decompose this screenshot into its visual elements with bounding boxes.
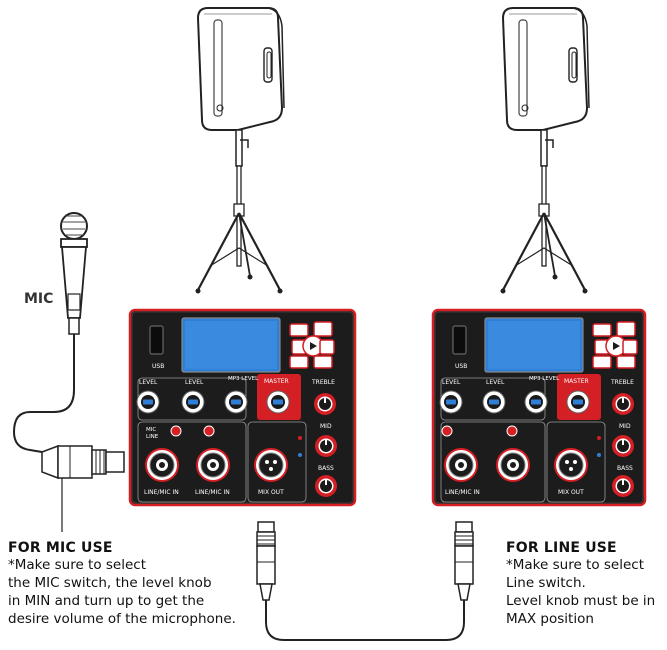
nav-button-bottom-left — [289, 355, 309, 369]
switch-label-mic: MIC — [146, 427, 156, 433]
knob-label-treble: TREBLE — [311, 379, 335, 386]
switch-label-line: LINE — [146, 434, 159, 440]
mic-line-switch — [441, 425, 453, 437]
knob-label-mp3-level: MP3 LEVEL — [529, 376, 560, 382]
line-use-line-2: Line switch. — [506, 575, 586, 591]
mix-out-label: MIX OUT — [558, 489, 584, 496]
microphone — [60, 212, 88, 335]
mic-use-note: FOR MIC USE *Make sure to select the MIC… — [8, 540, 258, 628]
usb-port — [452, 325, 467, 355]
mic-use-line-4: desire volume of the microphone. — [8, 611, 236, 627]
nav-button-bottom-left — [592, 355, 612, 369]
folder-button — [313, 321, 333, 337]
mic-use-heading: FOR MIC USE — [8, 540, 113, 556]
treble-knob — [314, 393, 336, 415]
knob-label-mid: MID — [619, 423, 631, 430]
line-use-line-1: *Make sure to select — [506, 557, 644, 573]
input-label-1: LINE/MIC IN — [445, 489, 480, 496]
mixer-right: USB LEVEL LEVEL MP3 LEVEL MASTER TREBLE … — [431, 308, 647, 507]
nav-button-top-left — [289, 323, 309, 337]
knob-label-mp3-level: MP3 LEVEL — [228, 376, 259, 382]
input-label-2: LINE/MIC IN — [195, 489, 230, 496]
input-label-1: LINE/MIC IN — [144, 489, 179, 496]
mixer-left: USB LEVEL LEVEL MP3 LEVEL MASTER TREBLE … — [128, 308, 357, 507]
nav-button-top-left — [592, 323, 612, 337]
xlr-plug-left — [256, 521, 276, 601]
knob-label-level-2: LEVEL — [486, 379, 505, 386]
speaker-left — [194, 6, 286, 295]
folder-button — [616, 321, 636, 337]
mix-out-label: MIX OUT — [258, 489, 284, 496]
knob-label-treble: TREBLE — [610, 379, 634, 386]
usb-label: USB — [152, 363, 164, 370]
line-mic-in-jack-2 — [496, 448, 530, 482]
mix-out-jack — [554, 448, 588, 482]
next-button — [319, 339, 335, 355]
mid-knob — [612, 435, 634, 457]
master-knob — [566, 390, 590, 414]
mic-line-switch-2 — [506, 425, 518, 437]
nav-button-bottom-right — [616, 355, 636, 369]
mic-line-switch — [170, 425, 182, 437]
bass-knob — [315, 475, 337, 497]
mic-use-line-2: the MIC switch, the level knob — [8, 575, 212, 591]
mic-use-line-3: in MIN and turn up to get the — [8, 593, 205, 609]
usb-label: USB — [455, 363, 467, 370]
next-button — [622, 339, 638, 355]
usb-port — [149, 325, 164, 355]
clip-led — [298, 453, 302, 457]
knob-label-level-1: LEVEL — [442, 379, 461, 386]
power-led — [298, 436, 302, 440]
knob-label-level-2: LEVEL — [185, 379, 204, 386]
mic-line-switch-2 — [203, 425, 215, 437]
master-knob — [266, 390, 290, 414]
mp3-level-knob — [524, 390, 548, 414]
knob-label-master: MASTER — [264, 378, 289, 385]
knob-label-level-1: LEVEL — [139, 379, 158, 386]
level-knob-2 — [482, 390, 506, 414]
knob-label-mid: MID — [320, 423, 332, 430]
knob-label-bass: BASS — [617, 465, 633, 472]
line-mic-in-jack-1 — [444, 448, 478, 482]
mic-use-line-1: *Make sure to select — [8, 557, 146, 573]
mic-cable — [12, 334, 75, 453]
knob-label-bass: BASS — [318, 465, 334, 472]
line-mic-in-jack-2 — [196, 448, 230, 482]
power-led — [597, 436, 601, 440]
xlr-link-cable — [265, 600, 465, 641]
clip-led — [597, 453, 601, 457]
mic-label: MIC — [24, 291, 54, 307]
level-knob-1 — [136, 390, 160, 414]
bass-knob — [612, 475, 634, 497]
line-mic-in-jack-1 — [145, 448, 179, 482]
line-use-line-3: Level knob must be in — [506, 593, 656, 609]
mp3-level-knob — [224, 390, 248, 414]
xlr-plug-right — [454, 521, 474, 601]
mic-xlr-plug — [41, 444, 125, 480]
mid-knob — [315, 435, 337, 457]
level-knob-1 — [439, 390, 463, 414]
line-use-note: FOR LINE USE *Make sure to select Line s… — [506, 540, 666, 628]
line-use-line-4: MAX position — [506, 611, 594, 627]
line-use-heading: FOR LINE USE — [506, 540, 617, 556]
level-knob-2 — [181, 390, 205, 414]
mix-out-jack — [254, 448, 288, 482]
treble-knob — [612, 393, 634, 415]
speaker-right — [499, 6, 591, 295]
knob-label-master: MASTER — [564, 378, 589, 385]
nav-button-bottom-right — [313, 355, 333, 369]
